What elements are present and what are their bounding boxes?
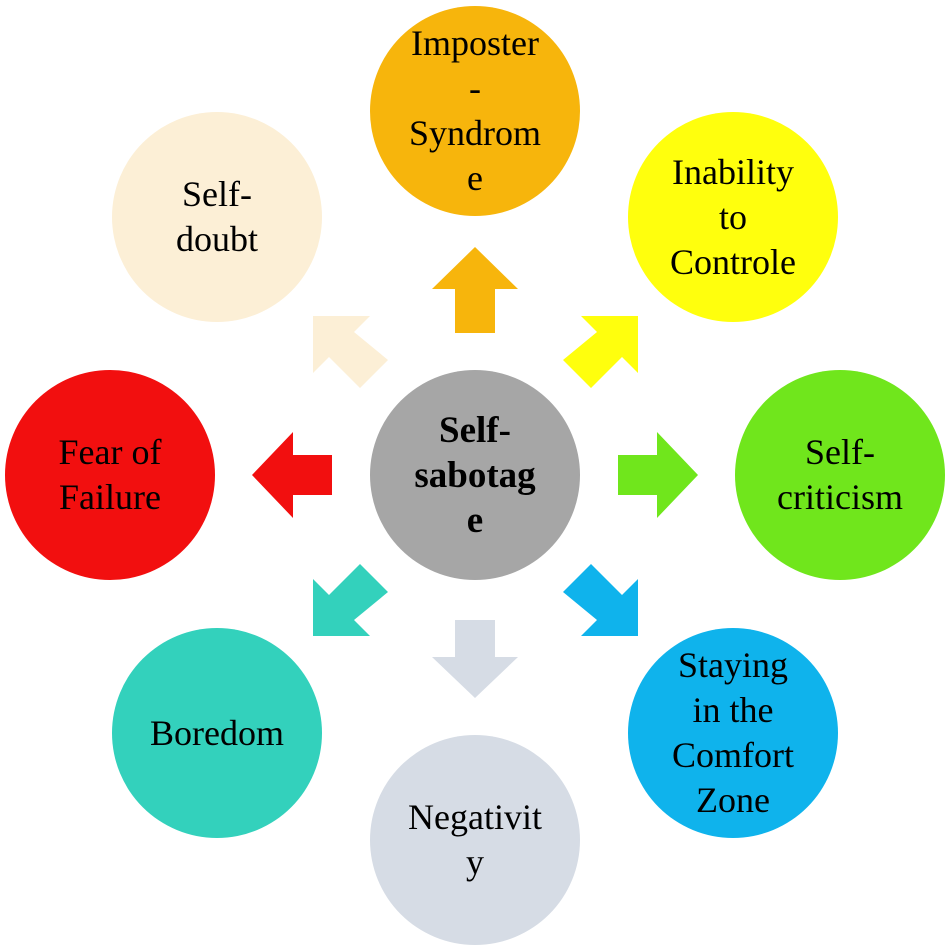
boredom-label: Boredom — [150, 712, 284, 753]
node-boredom: Boredom — [112, 628, 322, 838]
imposter-syndrome-label: Imposter - Syndrom e — [408, 23, 541, 198]
arrow-down-right — [563, 564, 638, 636]
arrow-down-left — [313, 564, 388, 636]
self-sabotage-label: Self- sabotag e — [414, 409, 536, 541]
node-imposter-syndrome: Imposter - Syndrom e — [370, 6, 580, 216]
arrow-down — [432, 620, 518, 698]
node-self-sabotage-center: Self- sabotag e — [370, 370, 580, 580]
node-staying-in-comfort-zone: Staying in the Comfort Zone — [628, 628, 838, 838]
fear-of-failure-label: Fear of Failure — [58, 432, 162, 517]
arrow-up-left — [313, 316, 388, 388]
negativity-label: Negativit y — [408, 797, 542, 882]
node-self-criticism: Self- criticism — [735, 370, 945, 580]
arrow-left — [252, 432, 332, 518]
arrow-right — [618, 432, 698, 518]
inability-to-controle-label: Inability to Controle — [670, 151, 796, 282]
staying-in-comfort-zone-label: Staying in the Comfort Zone — [672, 645, 794, 820]
node-fear-of-failure: Fear of Failure — [5, 370, 215, 580]
self-doubt-label: Self- doubt — [175, 174, 258, 259]
arrow-up-right — [563, 316, 638, 388]
node-inability-to-controle: Inability to Controle — [628, 112, 838, 322]
node-negativity: Negativit y — [370, 735, 580, 945]
self-criticism-label: Self- criticism — [777, 432, 903, 517]
arrow-up — [432, 247, 518, 333]
node-self-doubt: Self- doubt — [112, 112, 322, 322]
